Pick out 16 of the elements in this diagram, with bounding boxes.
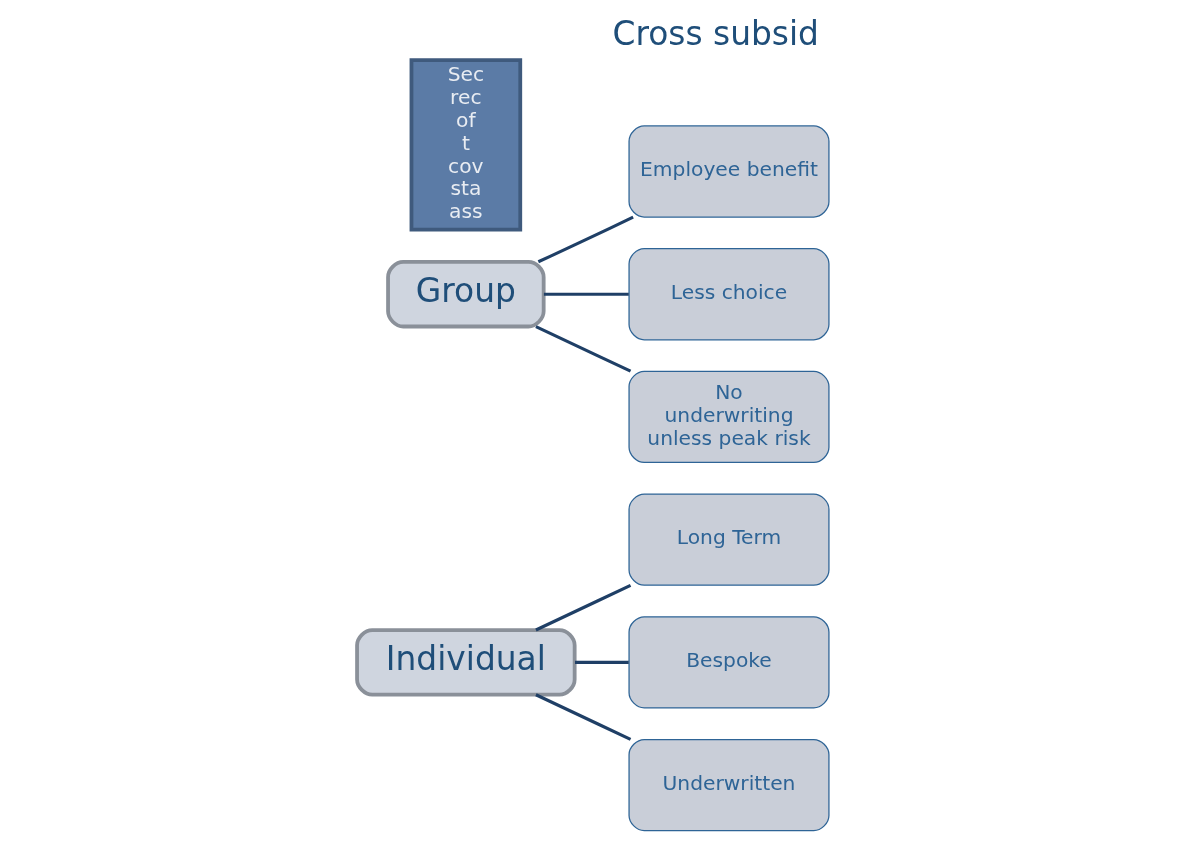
- connector: [537, 215, 634, 264]
- connector: [543, 292, 629, 296]
- node-box: Group: [386, 260, 546, 329]
- node-box: Less choice: [628, 248, 830, 341]
- connector: [535, 693, 632, 741]
- node-box: Sec rec of t cov sta ass: [409, 58, 523, 232]
- node-box: Bespoke: [628, 616, 830, 709]
- node-box: Individual: [355, 628, 577, 697]
- connector: [535, 325, 632, 373]
- node-box: No underwriting unless peak risk: [628, 370, 830, 464]
- connector: [535, 584, 632, 632]
- node-box: Underwritten: [628, 738, 830, 832]
- diagram-title: Cross subsid: [612, 13, 819, 53]
- node-box: Employee benefit: [628, 125, 830, 218]
- connector: [575, 660, 629, 664]
- node-box: Long Term: [628, 493, 830, 586]
